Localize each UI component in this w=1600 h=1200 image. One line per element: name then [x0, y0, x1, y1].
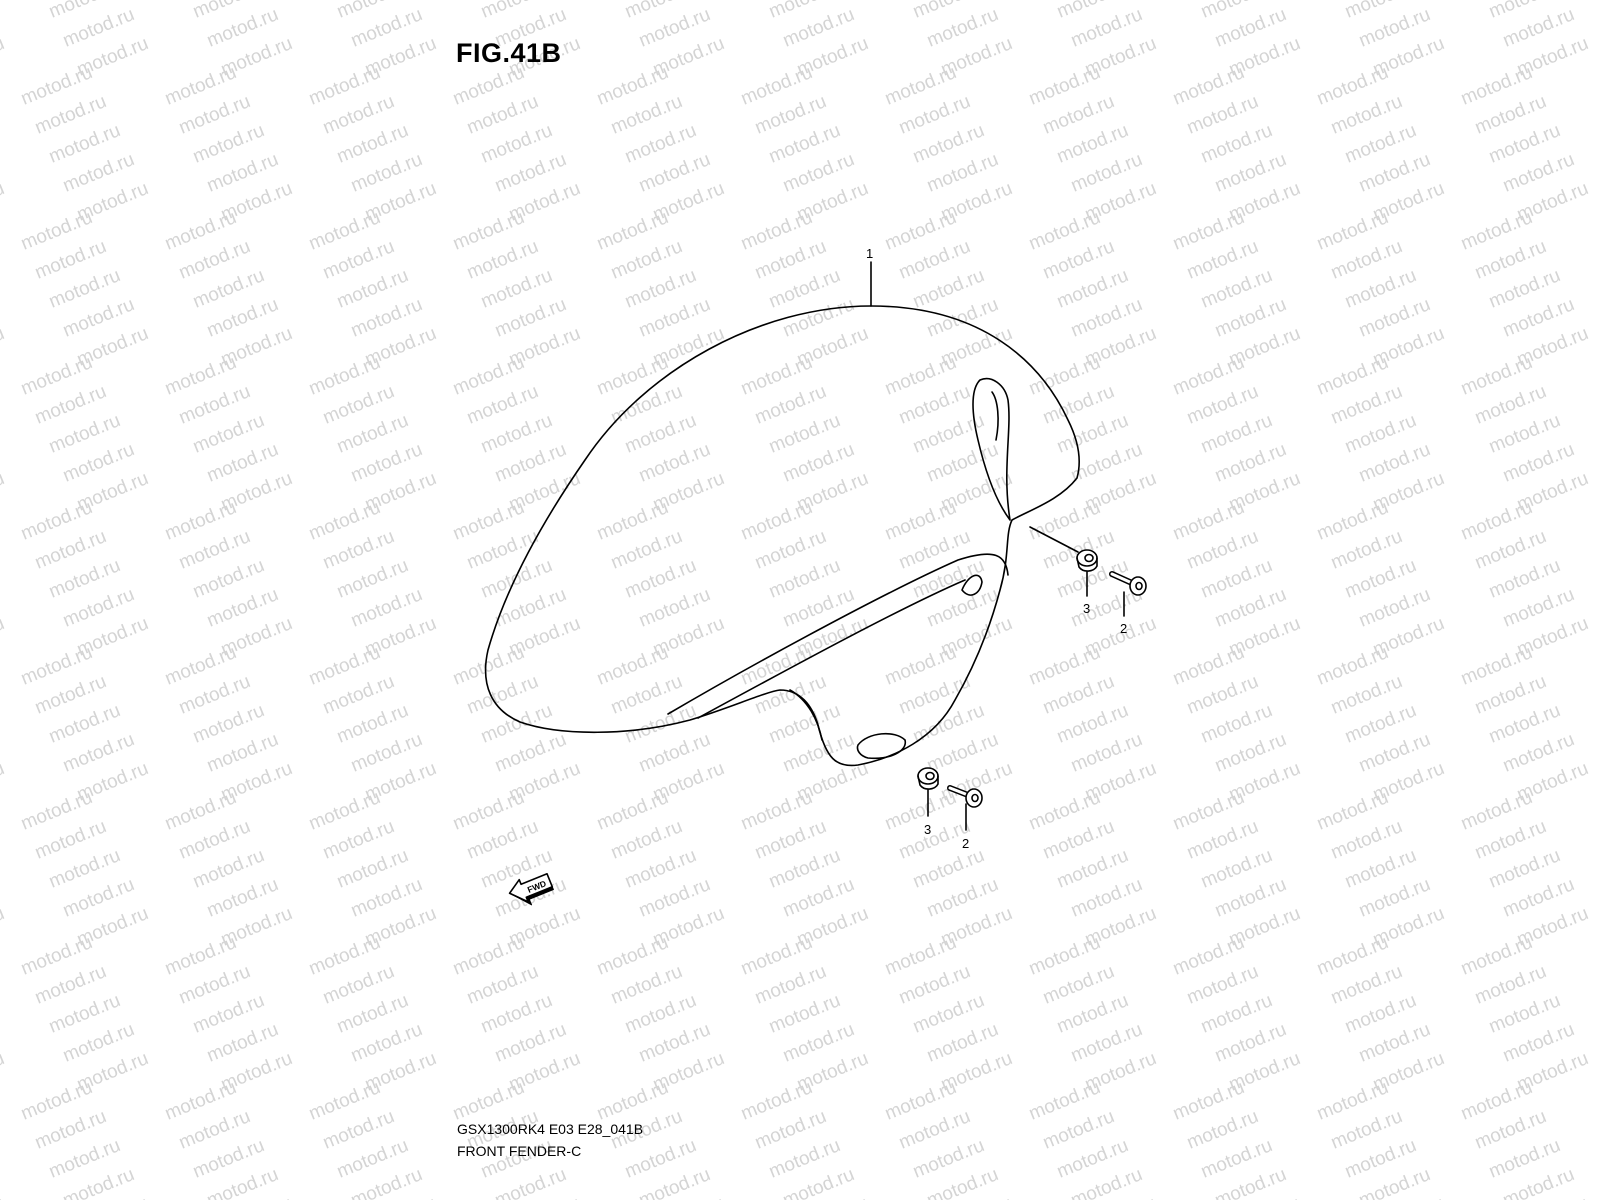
fender-inner-edge — [667, 553, 1009, 715]
part-group-name: FRONT FENDER-C — [457, 1143, 582, 1159]
model-code: GSX1300RK4 E03 E28_041B — [457, 1121, 644, 1137]
fwd-arrow-icon: FWD — [508, 872, 554, 906]
fender-inner-edge-2 — [697, 579, 966, 719]
callout-label-washer-upper: 3 — [1083, 601, 1090, 616]
bolt-lower-part — [947, 785, 983, 808]
washer-upper-part — [1076, 549, 1098, 572]
front-fender-part — [484, 305, 1080, 767]
callout-label-bolt-upper: 2 — [1120, 621, 1127, 636]
washer-lower-part — [917, 767, 939, 790]
fender-slot-upper-inner — [991, 391, 999, 441]
lower-hardware — [917, 767, 983, 831]
callout-label-fender: 1 — [866, 246, 873, 261]
figure-title: FIG.41B — [456, 38, 562, 68]
callout-label-washer-lower: 3 — [924, 822, 931, 837]
fender-slot-upper — [972, 378, 1011, 521]
fender-lower-fold — [789, 689, 823, 741]
mount-hole-lower — [856, 732, 906, 760]
bolt-upper-part — [1109, 571, 1147, 596]
fender-outline — [484, 305, 1080, 767]
callout-label-bolt-lower: 2 — [962, 836, 969, 851]
upper-hardware — [1029, 526, 1147, 617]
mount-hole-upper — [961, 574, 983, 596]
